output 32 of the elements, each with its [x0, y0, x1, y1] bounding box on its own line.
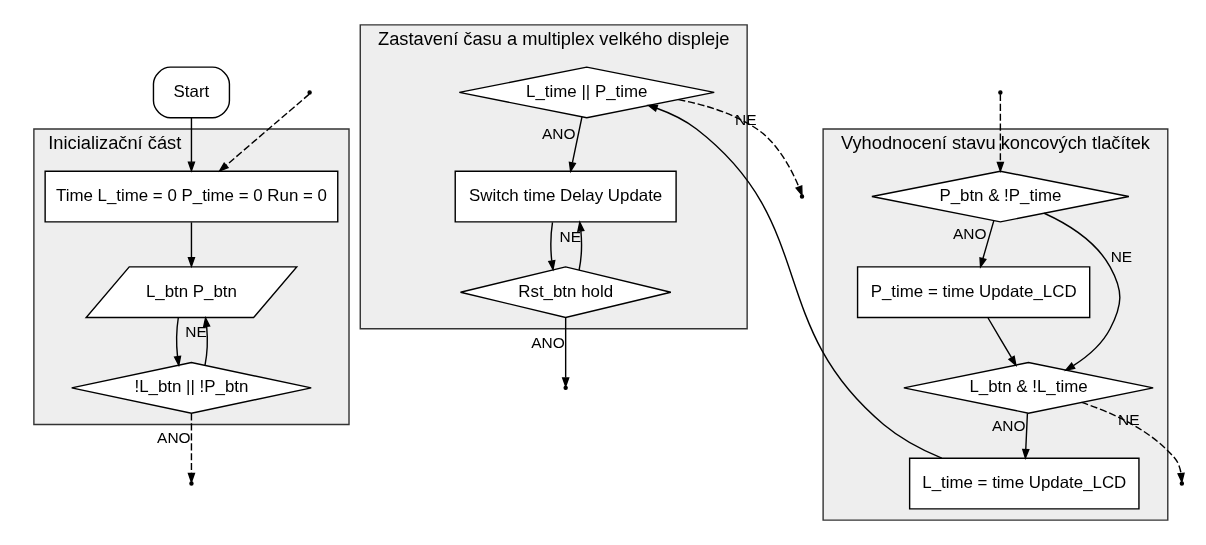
node-diamond: L_time || P_time: [458, 66, 715, 119]
arrow: [1021, 412, 1030, 461]
arrow: [979, 220, 995, 269]
node-diamond: Rst_btn hold: [459, 266, 672, 319]
edge-label: NE: [559, 228, 581, 246]
edge-label: ANO: [952, 225, 987, 243]
arrow: [547, 221, 556, 272]
node-box: Time L_time = 0 P_time = 0 Run = 0: [44, 170, 339, 223]
arrow: [218, 93, 310, 173]
edge-label: NE: [185, 323, 207, 341]
arrow: [1043, 212, 1121, 372]
node-box: Switch time Delay Update: [454, 170, 677, 223]
arrow: [173, 317, 182, 368]
node-diamond: !L_btn || !P_btn: [70, 361, 312, 414]
arrow: [568, 116, 583, 174]
node-box: P_time = time Update_LCD: [856, 266, 1091, 319]
arrow: [1080, 401, 1185, 485]
edge-label: NE: [1110, 248, 1133, 266]
arrow: [187, 221, 196, 269]
node-box: Start: [152, 66, 231, 119]
edge-label: ANO: [992, 416, 1026, 434]
edge-label: ANO: [542, 125, 576, 143]
arrow: [646, 104, 943, 459]
arrow: [996, 93, 1005, 174]
edge-label: ANO: [531, 333, 565, 351]
arrow: [987, 317, 1017, 367]
arrow: [577, 220, 585, 271]
edge-label: ANO: [157, 429, 191, 447]
node-diamond: P_btn & !P_time: [871, 170, 1130, 223]
arrow: [202, 315, 211, 366]
arrow: [187, 117, 196, 173]
node-box: L_time = time Update_LCD: [908, 457, 1140, 510]
